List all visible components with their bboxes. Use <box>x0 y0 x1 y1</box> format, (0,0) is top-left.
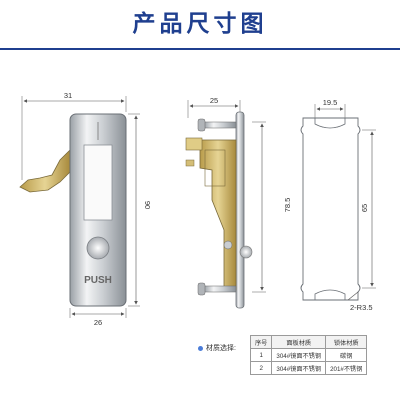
table-row: 1 304#镜面不锈钢 碳钢 <box>249 348 368 362</box>
lock-body <box>199 139 237 291</box>
side-panel-plate <box>235 111 245 309</box>
lever-handle <box>19 149 71 193</box>
dim-25: 25 <box>210 96 218 105</box>
table-row: 2 304#镜面不锈钢 201#不锈钢 <box>249 361 368 375</box>
materials-label: 材质选择: <box>198 343 236 353</box>
dim-radius: 2-R3.5 <box>350 303 373 312</box>
header-body-material: 锁体材质 <box>325 335 368 349</box>
cutout-outline <box>300 117 361 301</box>
pivot-screw <box>223 240 233 250</box>
header-panel-material: 面板材质 <box>271 335 327 349</box>
bottom-screw <box>197 282 237 296</box>
cutout-view: 19.5 65 2-R3.5 <box>300 98 376 312</box>
push-label: PUSH <box>84 275 112 286</box>
front-view: PUSH 31 90 26 <box>19 91 152 327</box>
dim-90: 90 <box>143 201 152 209</box>
dim-26: 26 <box>94 318 102 327</box>
latch-tab <box>185 137 203 151</box>
title-divider <box>0 48 400 50</box>
side-button <box>239 245 253 259</box>
side-view: 25 78.5 <box>185 96 292 309</box>
materials-table: 序号 面板材质 锁体材质 1 304#镜面不锈钢 碳钢 2 304#镜面不锈钢 … <box>249 335 368 375</box>
dim-78-5: 78.5 <box>283 198 292 213</box>
page-title: 产品尺寸图 <box>132 10 268 36</box>
dim-31: 31 <box>64 91 72 100</box>
top-screw <box>197 118 237 132</box>
push-button <box>86 236 110 260</box>
header-index: 序号 <box>249 335 273 349</box>
dim-65: 65 <box>360 204 369 212</box>
front-slot <box>83 144 113 221</box>
bullet-icon <box>198 345 203 351</box>
dim-19-5: 19.5 <box>323 98 338 107</box>
side-slot <box>185 159 195 167</box>
